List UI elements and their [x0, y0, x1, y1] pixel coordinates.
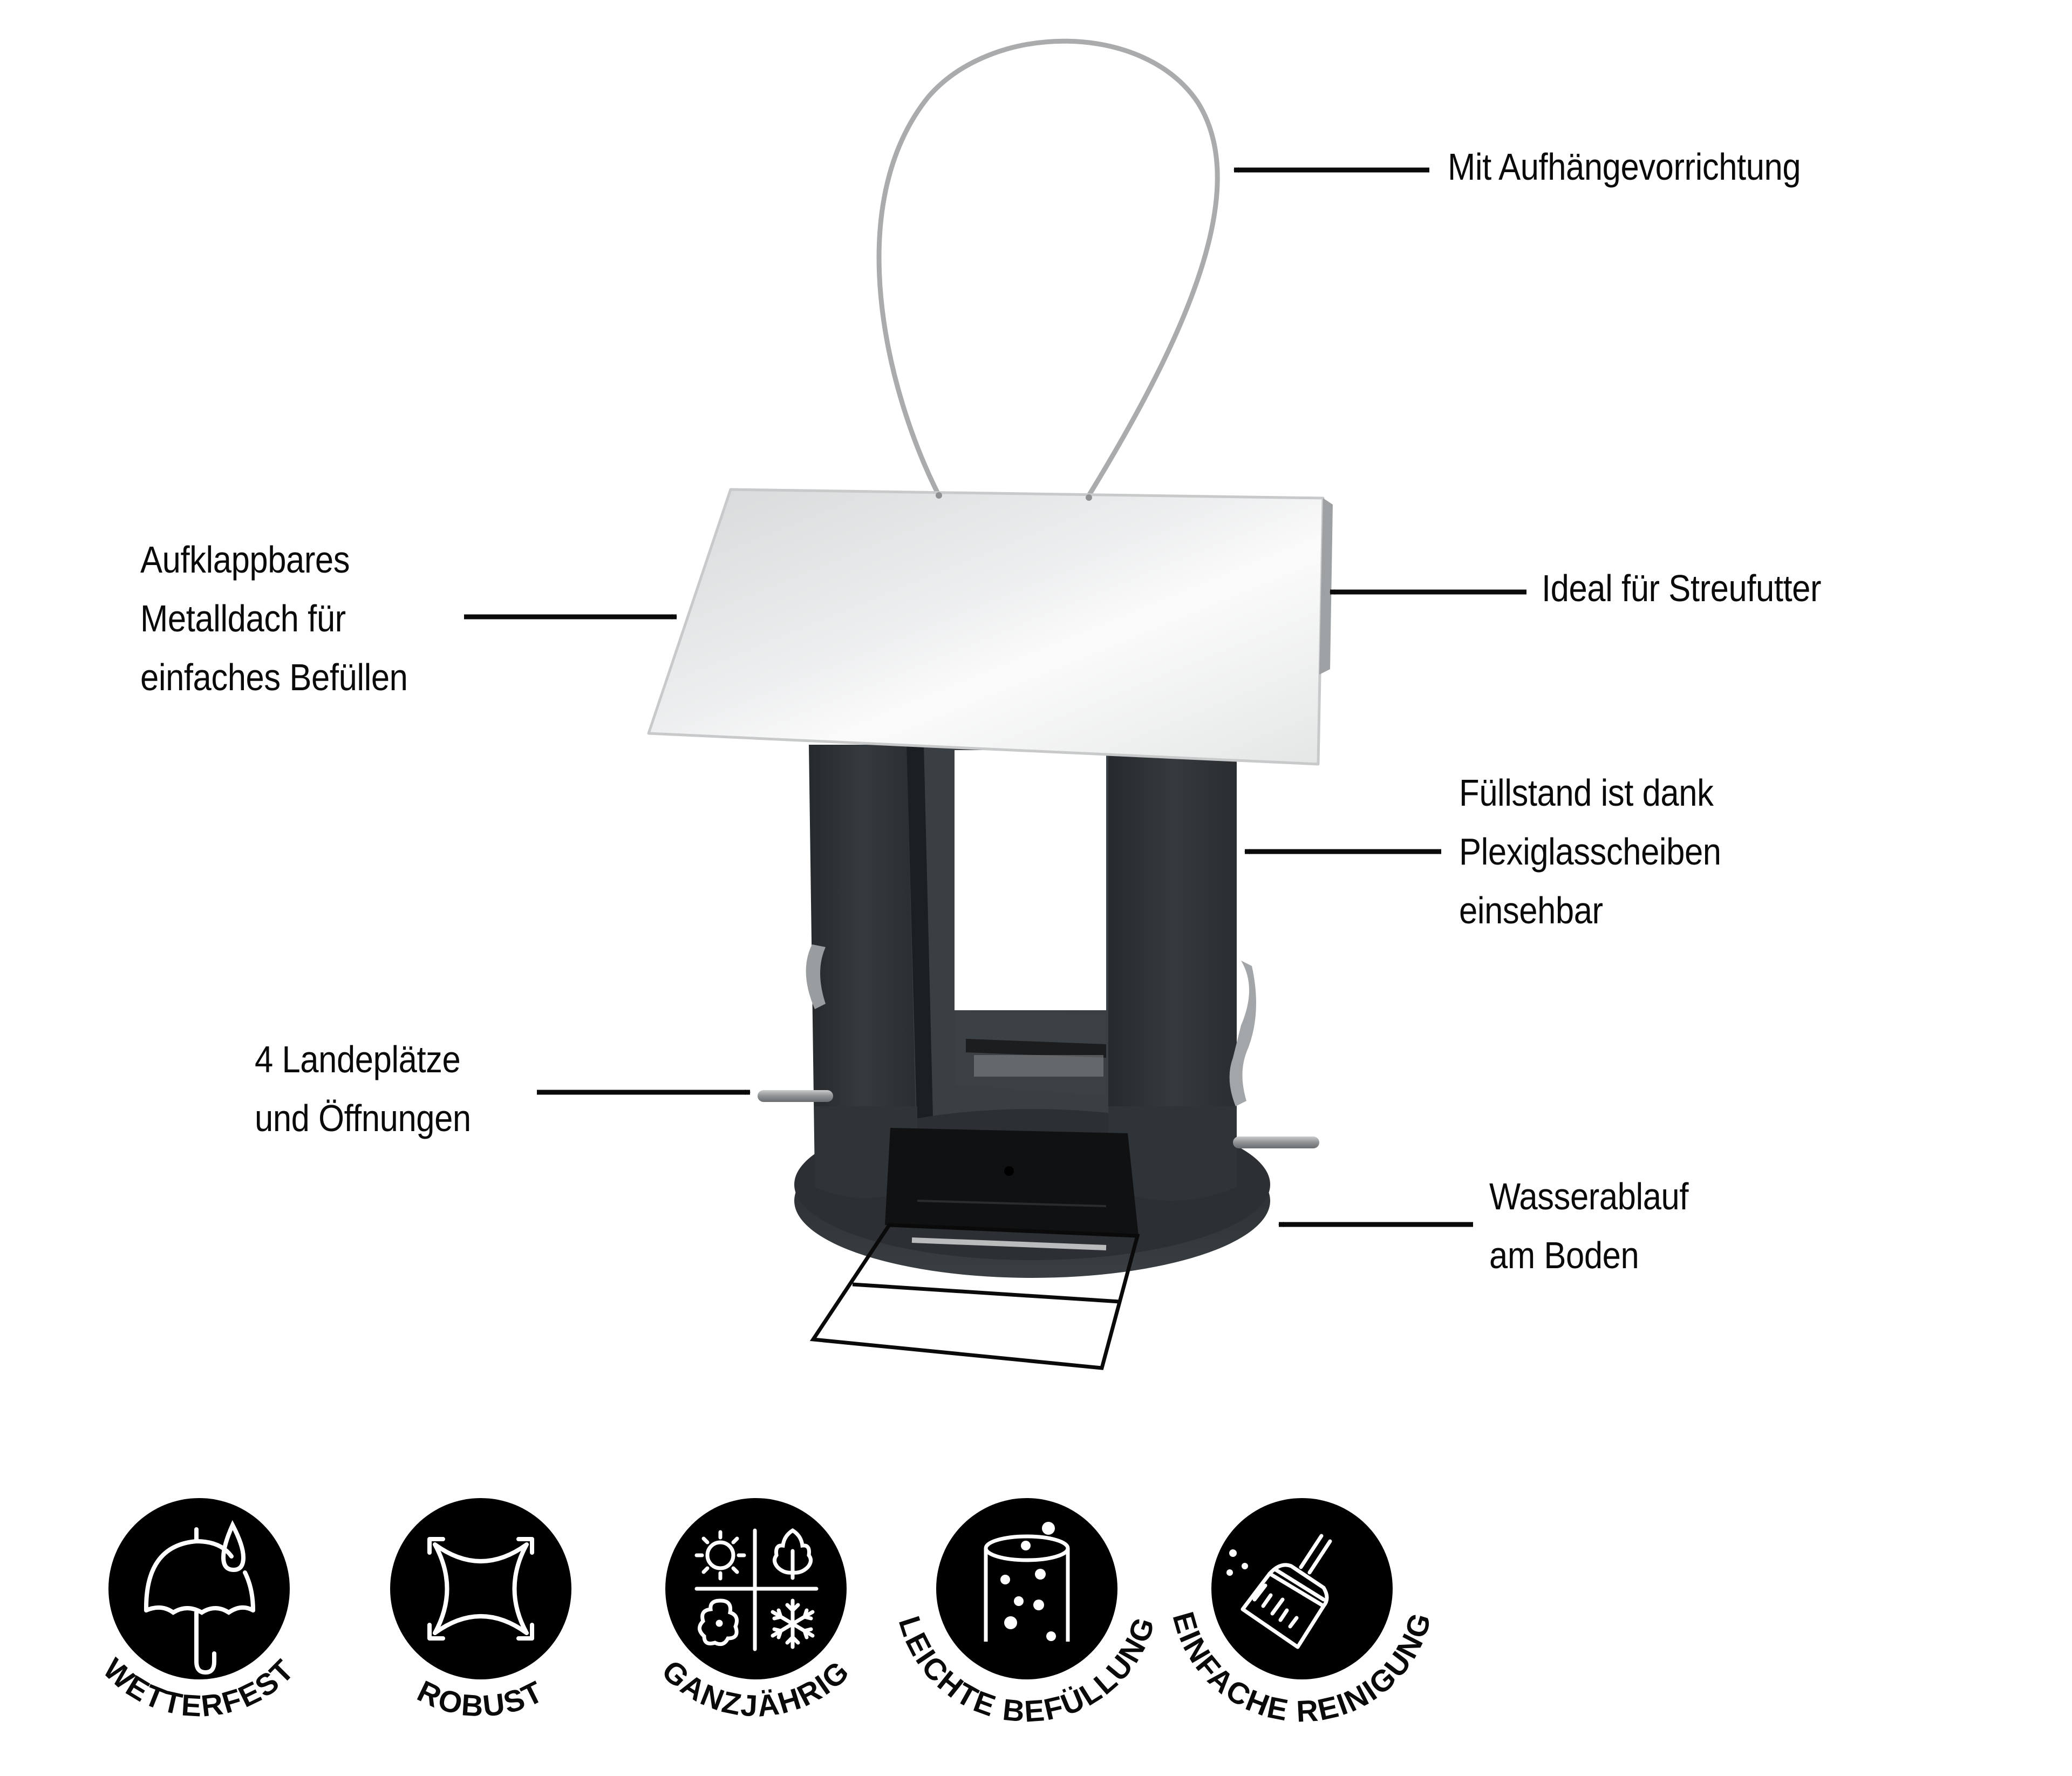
filling-container-icon — [984, 1534, 1070, 1642]
callout-roof-line-3: einfaches Befüllen — [140, 656, 408, 698]
callout-roof-line-2: Metalldach für — [140, 597, 346, 639]
callout-drain: Wasserablauf am Boden — [1489, 1167, 1688, 1285]
callout-seed: Ideal für Streufutter — [1542, 559, 1822, 618]
badge-label-robust: ROBUST — [412, 1673, 549, 1723]
callout-perches-line-2: und Öffnungen — [255, 1097, 471, 1139]
callout-arrows — [464, 167, 1526, 1227]
hanging-wire — [876, 38, 1220, 497]
feeder-body — [758, 745, 1319, 1370]
callout-level: Füllstand ist dank Plexiglasscheiben ein… — [1459, 764, 1721, 940]
callout-hanger: Mit Aufhängevorrichtung — [1448, 138, 1801, 196]
callout-hanger-line-1: Mit Aufhängevorrichtung — [1448, 146, 1801, 188]
badge-wetterfest: WETTERFEST — [97, 1498, 299, 1723]
metal-roof — [647, 488, 1333, 766]
callout-roof: Aufklappbares Metalldach für einfaches B… — [140, 530, 408, 707]
callout-roof-line-1: Aufklappbares — [140, 539, 350, 581]
stretch-square-icon — [427, 1537, 534, 1641]
callout-perches-line-1: 4 Landeplätze — [255, 1038, 461, 1080]
callout-seed-line-1: Ideal für Streufutter — [1542, 567, 1822, 609]
callout-drain-line-2: am Boden — [1489, 1234, 1639, 1276]
badge-einfache-reinigung: EINFACHE REINIGUNG — [1166, 1498, 1436, 1729]
seed-dots — [1000, 1522, 1056, 1641]
feature-badges: WETTERFEST ROBUST — [97, 1498, 1436, 1729]
badge-ganzjaehrig: GANZJÄHRIG — [656, 1498, 855, 1723]
callout-level-line-3: einsehbar — [1459, 889, 1603, 931]
brush-cleaning-icon — [1241, 1534, 1332, 1649]
badge-robust: ROBUST — [390, 1498, 571, 1723]
umbrella-rain-icon — [144, 1520, 255, 1675]
four-seasons-icon — [694, 1528, 819, 1651]
callout-level-line-2: Plexiglasscheiben — [1459, 831, 1721, 873]
badge-leichte-befuellung: LEICHTE BEFÜLLUNG — [892, 1498, 1160, 1729]
callout-level-line-1: Füllstand ist dank — [1459, 772, 1714, 814]
callout-perches: 4 Landeplätze und Öffnungen — [255, 1030, 471, 1148]
dust-dots — [1226, 1549, 1248, 1576]
callout-drain-line-1: Wasserablauf — [1489, 1175, 1689, 1217]
